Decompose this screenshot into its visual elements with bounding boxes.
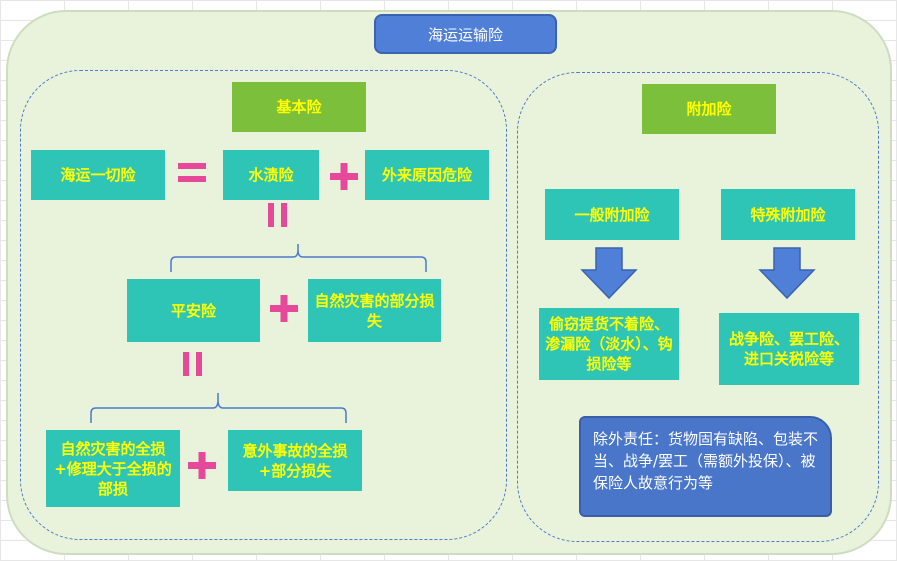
special-additional-box: 特殊附加险 [721,189,855,240]
general-additional-items-box: 偷窃提货不着险、渗漏险（淡水）、钩损险等 [539,308,679,380]
plus-icon [270,295,298,322]
all-risks-box: 海运一切险 [31,150,165,200]
additional-insurance-panel [517,72,879,542]
basic-insurance-panel [20,70,507,540]
basic-insurance-header: 基本险 [232,82,366,132]
external-causes-box: 外来原因危险 [365,150,489,200]
natural-total-loss-box: 自然灾害的全损+修理大于全损的部损 [46,430,180,507]
equals-icon [178,163,206,182]
additional-insurance-header: 附加险 [642,84,776,134]
diagram-title: 海运运输险 [374,14,557,54]
plus-icon [330,163,358,190]
special-additional-items-box: 战争险、罢工险、进口关税险等 [719,313,859,385]
down-arrow-icon [758,247,816,300]
wpa-box: 水渍险 [223,150,319,200]
fpa-box: 平安险 [127,279,260,342]
down-arrow-icon [580,247,638,300]
plus-icon [188,452,216,479]
natural-partial-loss-box: 自然灾害的部分损失 [308,279,441,342]
general-additional-box: 一般附加险 [545,189,679,240]
brace-line [90,393,347,423]
accident-loss-box: 意外事故的全损+部分损失 [228,430,362,491]
vertical-equals-icon [183,352,202,376]
vertical-equals-icon [268,203,287,227]
exclusions-callout: 除外责任：货物固有缺陷、包装不当、战争/罢工（需额外投保）、被保险人故意行为等 [579,416,832,517]
brace-line [170,244,427,272]
